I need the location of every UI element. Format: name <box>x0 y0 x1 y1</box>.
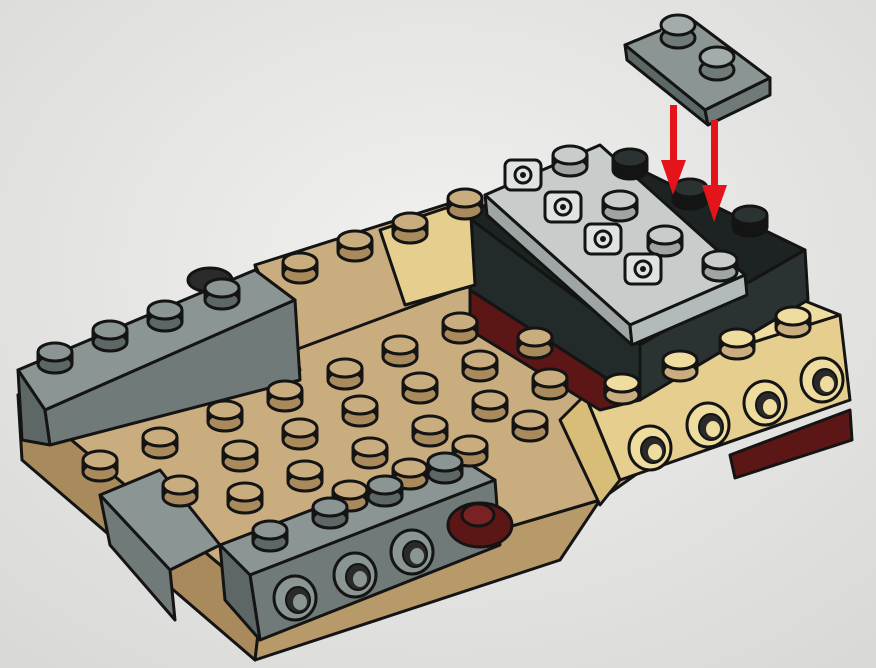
stud <box>518 328 552 358</box>
stud <box>143 428 177 458</box>
stud <box>733 206 767 236</box>
stud <box>163 476 197 506</box>
stud <box>368 476 402 506</box>
stud <box>703 251 737 281</box>
stud <box>383 336 417 366</box>
stud <box>776 307 810 337</box>
stud <box>328 359 362 389</box>
stud <box>393 213 427 243</box>
stud <box>208 401 242 431</box>
clip <box>585 224 621 254</box>
dark-red-round-plate <box>448 503 512 547</box>
stud <box>553 146 587 176</box>
stud <box>353 438 387 468</box>
stud <box>283 419 317 449</box>
stud <box>283 253 317 283</box>
stud <box>83 451 117 481</box>
technic-hole <box>687 403 729 447</box>
technic-hole <box>629 426 671 470</box>
stud <box>605 374 639 404</box>
clip <box>505 160 541 190</box>
stud <box>268 381 302 411</box>
stud <box>288 461 322 491</box>
stud <box>673 179 707 209</box>
stud <box>253 521 287 551</box>
stud <box>533 369 567 399</box>
stud <box>205 279 239 309</box>
stud <box>343 396 377 426</box>
stud <box>448 189 482 219</box>
technic-hole <box>334 553 376 597</box>
stud <box>720 329 754 359</box>
stud <box>613 149 647 179</box>
clip <box>545 192 581 222</box>
stud <box>313 498 347 528</box>
stud <box>463 351 497 381</box>
stud <box>648 226 682 256</box>
stud <box>443 313 477 343</box>
technic-hole <box>274 576 316 620</box>
plate-stud <box>661 15 695 48</box>
stud <box>603 191 637 221</box>
stud <box>428 453 462 483</box>
technic-hole <box>744 381 786 425</box>
stud <box>473 391 507 421</box>
stud <box>338 231 372 261</box>
plate-stud <box>700 47 734 80</box>
stud <box>413 416 447 446</box>
stud <box>223 441 257 471</box>
stud <box>148 301 182 331</box>
stud <box>403 373 437 403</box>
stud <box>93 321 127 351</box>
clip <box>625 254 661 284</box>
stud <box>663 351 697 381</box>
stud <box>513 411 547 441</box>
technic-hole <box>391 530 433 574</box>
technic-hole <box>801 358 843 402</box>
stud <box>228 483 262 513</box>
stud <box>38 343 72 373</box>
